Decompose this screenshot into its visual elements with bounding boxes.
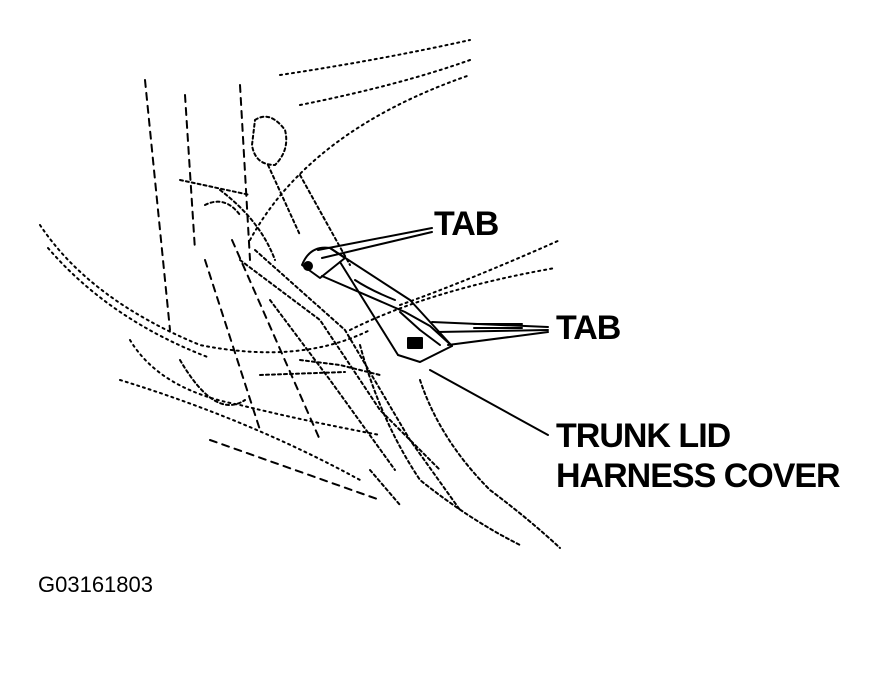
- hinge-arm: [179, 115, 561, 549]
- harness-cover: [301, 246, 453, 363]
- leader-lines: [317, 227, 549, 436]
- figure-id: G03161803: [38, 572, 153, 597]
- harness-cover-label-line2: HARNESS COVER: [556, 457, 841, 495]
- body-outline: [39, 39, 561, 481]
- harness-cover-label-line1: TRUNK LID: [556, 417, 731, 455]
- hinge-dashed-lines: [144, 79, 381, 501]
- tab-label-lower: TAB: [556, 309, 621, 347]
- tab-label-upper: TAB: [434, 205, 499, 243]
